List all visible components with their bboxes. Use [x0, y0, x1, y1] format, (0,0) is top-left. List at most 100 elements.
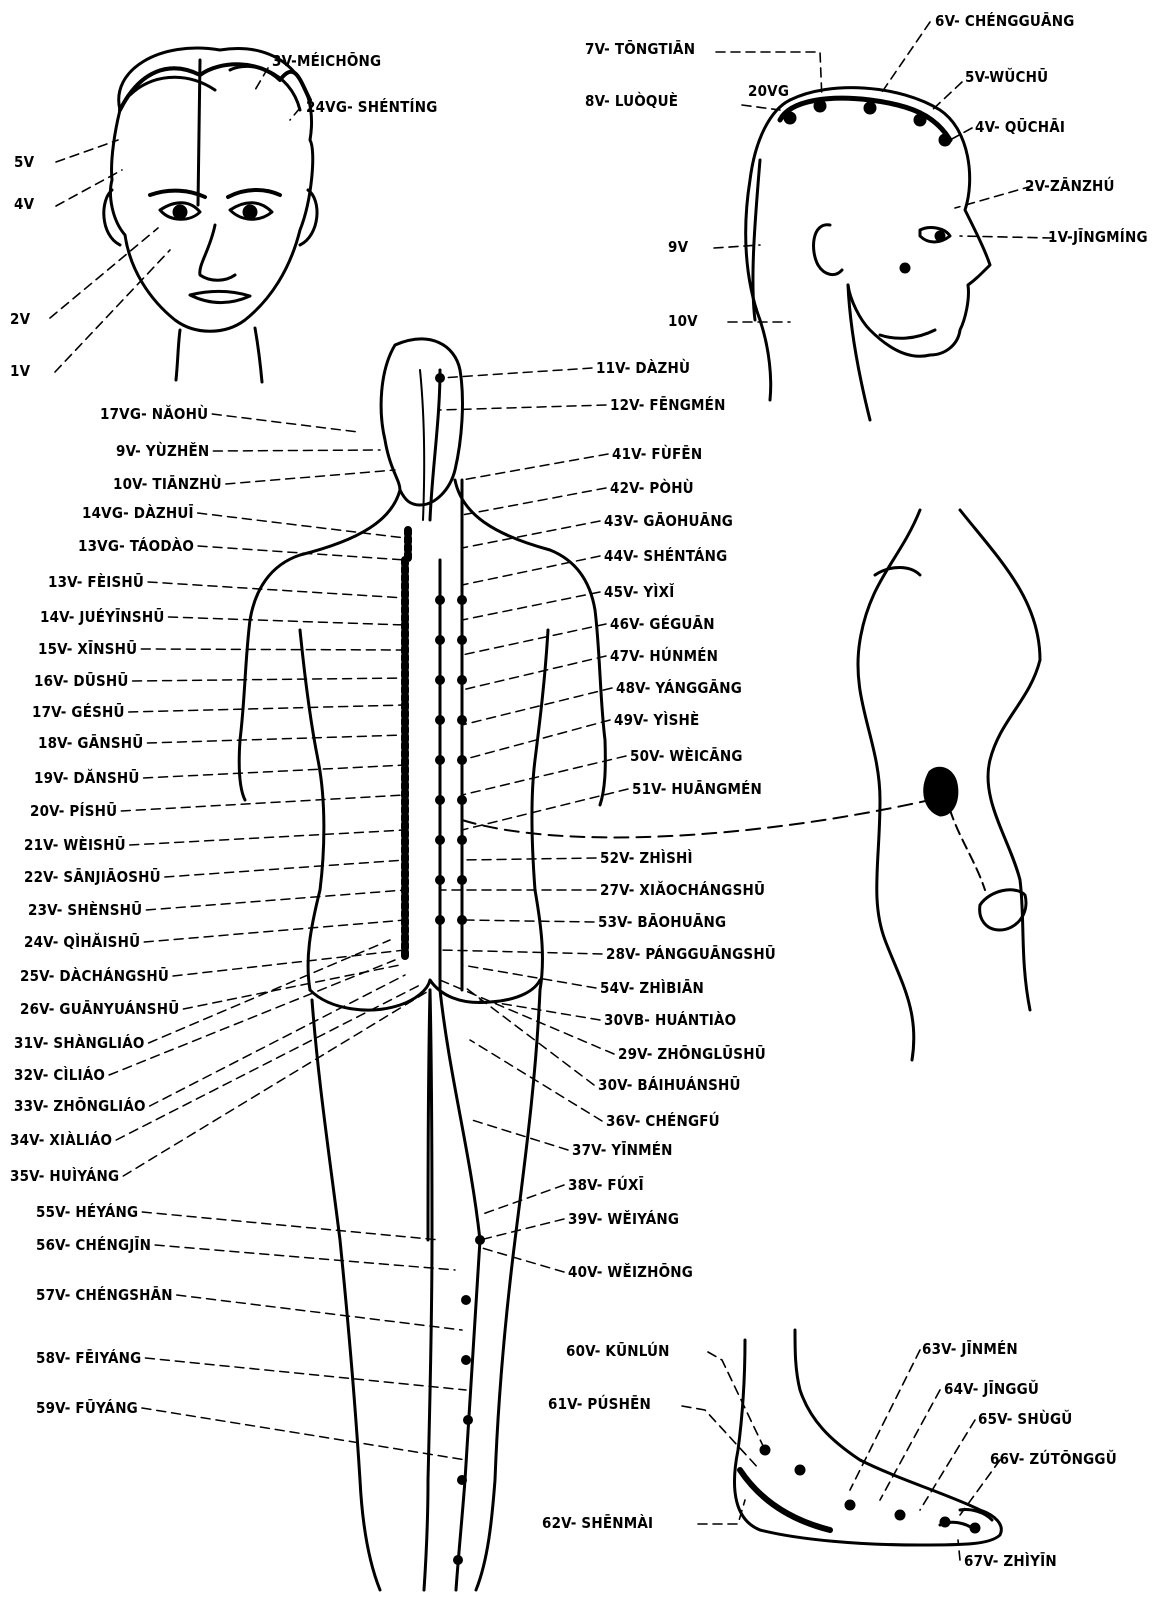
leader-left-2: [226, 470, 395, 484]
label-44v-shentang: 44V- SHÉNTÁNG: [604, 547, 727, 565]
leader-right-16: [440, 950, 602, 954]
leader-left-26: [177, 1295, 462, 1330]
leader-left-10: [147, 735, 405, 743]
leader-right-15: [462, 920, 594, 922]
label-28v-pangguangshu: 28V- PÁNGGUĀNGSHŪ: [606, 945, 776, 963]
back-figure-leaders: [109, 368, 628, 1460]
label-9v: 9V: [668, 238, 688, 256]
side-head-leaders: [714, 22, 1052, 322]
label-58v-feiyang: 58V- FĒIYÁNG: [36, 1349, 141, 1367]
front-head-drawing: [104, 48, 317, 382]
label-61v-pushen: 61V- PÚSHĒN: [548, 1395, 651, 1413]
label-17vg-naohu: 17VG- NĂOHÙ: [100, 405, 208, 423]
label-1v-jingming: 1V-JĪNGMÍNG: [1048, 228, 1148, 246]
label-20vg: 20VG: [748, 82, 789, 100]
leader-right-6: [462, 592, 600, 620]
leader-right-17: [462, 965, 596, 988]
label-51v-huangmen: 51V- HUĀNGMÉN: [632, 780, 762, 798]
label-21v-weishu: 21V- WÈISHŪ: [24, 836, 126, 854]
label-40v-weizhong: 40V- WĚIZHŌNG: [568, 1263, 693, 1281]
label-30v-baihuanshu: 30V- BÁIHUÁNSHŪ: [598, 1076, 741, 1094]
leader-left-0: [212, 414, 358, 432]
leader-right-24: [480, 1219, 564, 1240]
label-26v-guanyuanshu: 26V- GUĀNYUÁNSHŪ: [20, 1000, 179, 1018]
label-41v-fufen: 41V- FÙFĒN: [612, 445, 702, 463]
label-56v-chengjin: 56V- CHÉNGJĪN: [36, 1236, 151, 1254]
leader-left-15: [146, 890, 405, 910]
label-14v-jueyinshu: 14V- JUÉYĪNSHŪ: [40, 608, 164, 626]
side-torso-drawing: [858, 510, 1040, 1060]
label-43v-gaohuang: 43V- GĀOHUĀNG: [604, 512, 733, 530]
label-24v-qihaishu: 24V- QÌHĂISHŪ: [24, 933, 140, 951]
label-55v-heyang: 55V- HÉYÁNG: [36, 1203, 138, 1221]
leader-left-16: [144, 920, 405, 942]
label-46v-geguan: 46V- GÉGUĀN: [610, 615, 715, 633]
label-54v-zhibian: 54V- ZHÌBIĀN: [600, 979, 704, 997]
label-31v-shangliao: 31V- SHÀNGLIÁO: [14, 1034, 145, 1052]
label-64v-jinggu: 64V- JĪNGGŬ: [944, 1380, 1039, 1398]
leader-left-21: [150, 975, 405, 1106]
label-18v-ganshu: 18V- GĀNSHŪ: [38, 734, 143, 752]
label-2v-zanzhu: 2V-ZĀNZHÚ: [1025, 177, 1115, 195]
label-59v-fuyang: 59V- FŪYÁNG: [36, 1399, 138, 1417]
label-36v-chengfu: 36V- CHÉNGFÚ: [606, 1112, 720, 1130]
label-13v-feishu: 13V- FÈISHŪ: [48, 573, 144, 591]
label-24vg-shenting: 24VG- SHÉNTÍNG: [306, 98, 438, 116]
label-16v-dushu: 16V- DŪSHŪ: [34, 672, 129, 690]
label-57v-chengshan: 57V- CHÉNGSHĀN: [36, 1286, 173, 1304]
leader-left-17: [173, 950, 405, 976]
leader-left-27: [145, 1358, 466, 1390]
label-53v-baohuang: 53V- BĀOHUĀNG: [598, 913, 726, 931]
label-11v-dazhu: 11V- DÀZHÙ: [596, 359, 690, 377]
label-34v-xialiao: 34V- XIÀLIÁO: [10, 1131, 112, 1149]
label-49v-yishe: 49V- YÌSHÈ: [614, 711, 699, 729]
label-35v-huiyang: 35V- HUÌYÁNG: [10, 1167, 119, 1185]
leader-left-6: [168, 617, 405, 625]
leader-left-8: [133, 678, 405, 681]
leader-left-14: [165, 860, 405, 877]
leader-right-0: [440, 368, 592, 378]
leader-right-7: [462, 624, 606, 655]
label-47v-hunmen: 47V- HÚNMÉN: [610, 647, 718, 665]
leader-right-11: [462, 756, 626, 795]
leader-left-5: [148, 582, 405, 598]
label-60v-kunlun: 60V- KŪNLÚN: [566, 1342, 670, 1360]
label-42v-pohu: 42V- PÒHÙ: [610, 479, 694, 497]
leader-left-28: [142, 1408, 466, 1460]
leader-right-8: [462, 656, 606, 690]
label-67v-zhiyin: 67V- ZHÌYĪN: [964, 1552, 1057, 1570]
label-19v-danshu: 19V- DĂNSHŪ: [34, 769, 140, 787]
label-20v-pishu: 20V- PÍSHŪ: [30, 802, 117, 820]
label-30vb-huantiao: 30VB- HUÁNTIÀO: [604, 1011, 736, 1029]
leader-left-13: [130, 830, 405, 845]
leader-left-9: [129, 705, 405, 712]
label-17v-geshu: 17V- GÉSHŪ: [32, 703, 125, 721]
label-33v-zhongliao: 33V- ZHŌNGLIÁO: [14, 1097, 146, 1115]
leader-right-13: [462, 858, 596, 860]
label-12v-fengmen: 12V- FĒNGMÉN: [610, 396, 726, 414]
leader-right-25: [482, 1248, 564, 1272]
label-32v-ciliao: 32V- CÌLIÁO: [14, 1066, 105, 1084]
leader-right-3: [462, 488, 606, 515]
label-3v-meichong: 3V-MÉICHŌNG: [272, 52, 381, 70]
label-27v-xiaochangshu: 27V- XIĂOCHÁNGSHŪ: [600, 881, 765, 899]
label-13vg-taodao: 13VG- TÁODÀO: [78, 537, 194, 555]
leader-right-9: [462, 688, 612, 725]
label-6v-chengguang: 6V- CHÉNGGUĀNG: [935, 12, 1074, 30]
label-65v-shugu: 65V- SHÙGŬ: [978, 1410, 1072, 1428]
label-10v-tianzhu: 10V- TIĀNZHÙ: [113, 475, 222, 493]
label-45v-yixi: 45V- YÌXĬ: [604, 583, 674, 601]
label-52v-zhishi: 52V- ZHÌSHÌ: [600, 849, 693, 867]
leader-left-12: [121, 795, 405, 811]
label-25v-dachangshu: 25V- DÀCHÁNGSHŪ: [20, 967, 169, 985]
label-37v-yinmen: 37V- YĪNMÉN: [572, 1141, 673, 1159]
leader-left-11: [144, 765, 405, 778]
label-62v-shenmai: 62V- SHĒNMÀI: [542, 1514, 653, 1532]
label-7v-tongtian: 7V- TŌNGTIĀN: [585, 40, 695, 58]
label-10v: 10V: [668, 312, 698, 330]
label-39v-weiyang: 39V- WĚIYÁNG: [568, 1210, 679, 1228]
label-5v-wuchu: 5V-WŬCHŪ: [965, 68, 1048, 86]
label-48v-yanggang: 48V- YÁNGGĀNG: [616, 679, 742, 697]
label-4v: 4V: [14, 195, 34, 213]
